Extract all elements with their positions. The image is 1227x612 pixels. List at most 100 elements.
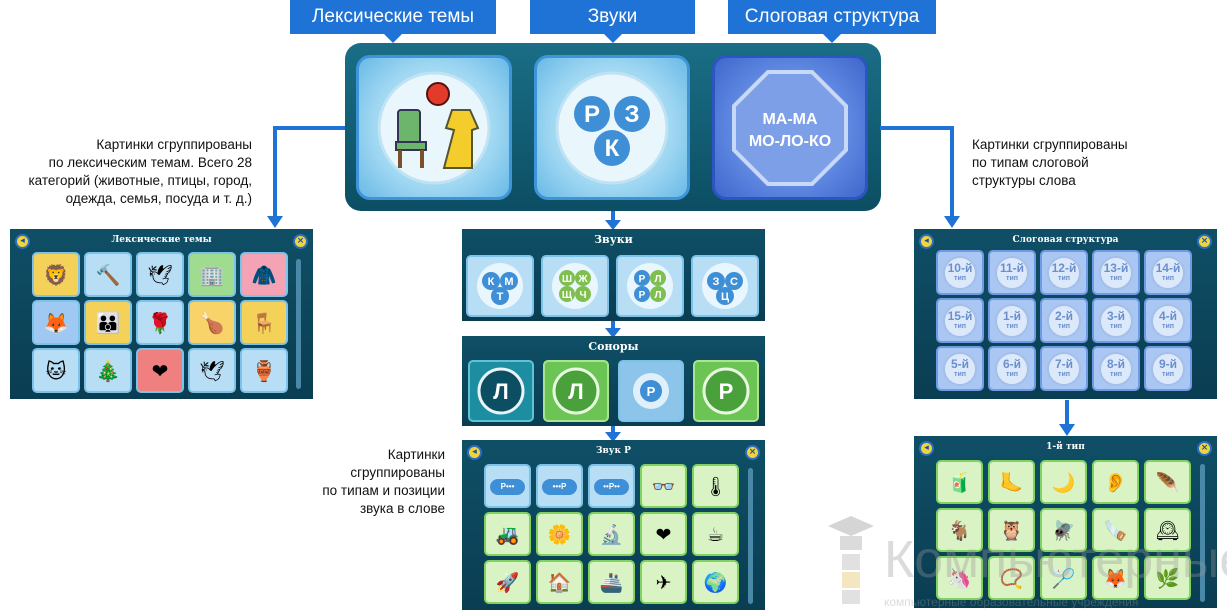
word-picture-tile[interactable]: 🪶: [1144, 460, 1191, 504]
sounds-tile[interactable]: Р З К: [534, 55, 690, 200]
lexical-topics-tile[interactable]: [356, 55, 512, 200]
word-picture-tile[interactable]: 🚀: [484, 560, 531, 604]
back-button[interactable]: ◂: [919, 441, 934, 456]
lexical-topic-tile[interactable]: 🌹: [136, 300, 184, 345]
lexical-topic-tile[interactable]: 🕊: [136, 252, 184, 297]
word-picture-tile[interactable]: 🏠: [536, 560, 583, 604]
lexical-topic-tile[interactable]: 🦊: [32, 300, 80, 345]
sonor-l-soft[interactable]: Л: [543, 360, 609, 422]
svg-text:Р: Р: [639, 290, 646, 301]
syllable-type-word: тип: [1162, 370, 1174, 378]
sound-position-tile[interactable]: ••Р••: [588, 464, 635, 508]
word-picture-tile[interactable]: 🌿: [1144, 556, 1191, 600]
sound-group-kmt[interactable]: К М Т: [466, 255, 534, 317]
lexical-topic-tile[interactable]: 🔨: [84, 252, 132, 297]
word-picture-tile[interactable]: 🧃: [936, 460, 983, 504]
word-picture-tile[interactable]: 🦄: [936, 556, 983, 600]
word-picture-tile[interactable]: ☕: [692, 512, 739, 556]
letter-z: З: [624, 101, 639, 128]
topic-picture-icon: 🔨: [95, 263, 121, 287]
word-picture-tile[interactable]: 🦶: [988, 460, 1035, 504]
word-picture-tile[interactable]: 🌡: [692, 464, 739, 508]
back-button[interactable]: ◂: [15, 234, 30, 249]
word-picture-tile[interactable]: 🏸: [1040, 556, 1087, 600]
word-picture-icon: 🏸: [1051, 568, 1076, 590]
word-picture-tile[interactable]: ✈: [640, 560, 687, 604]
word-picture-tile[interactable]: 🌼: [536, 512, 583, 556]
word-picture-tile[interactable]: 🚢: [588, 560, 635, 604]
lexical-topic-tile[interactable]: 🏢: [188, 252, 236, 297]
lexical-topic-tile[interactable]: 🪑: [240, 300, 288, 345]
sound-position-tile[interactable]: Р•••: [484, 464, 531, 508]
word-picture-tile[interactable]: 🐐: [936, 508, 983, 552]
word-picture-tile[interactable]: ❤: [640, 512, 687, 556]
sonor-l-hard[interactable]: Л: [468, 360, 534, 422]
close-button[interactable]: ×: [745, 445, 760, 460]
close-button[interactable]: ×: [1197, 441, 1212, 456]
sound-position-tile[interactable]: •••Р: [536, 464, 583, 508]
word-picture-icon: 🌙: [1051, 472, 1076, 494]
lexical-topic-tile[interactable]: 🍗: [188, 300, 236, 345]
lexical-topic-tile[interactable]: 🎄: [84, 348, 132, 393]
sound-position-label: •••Р: [542, 479, 577, 495]
sound-group-hissing[interactable]: Ш Ж Щ Ч: [541, 255, 609, 317]
syllable-type-word: тип: [954, 274, 966, 282]
word-picture-icon: 🦶: [999, 472, 1024, 494]
lexical-topic-tile[interactable]: 🧥: [240, 252, 288, 297]
word-picture-tile[interactable]: 🔬: [588, 512, 635, 556]
word-picture-tile[interactable]: 👓: [640, 464, 687, 508]
back-button[interactable]: ◂: [467, 445, 482, 460]
lexical-topic-tile[interactable]: 🐱: [32, 348, 80, 393]
back-button[interactable]: ◂: [919, 234, 934, 249]
scrollbar[interactable]: [1200, 464, 1205, 602]
lexical-topic-tile[interactable]: 🏺: [240, 348, 288, 393]
scrollbar[interactable]: [296, 259, 301, 389]
syllable-structure-tile[interactable]: МА-МА МО-ЛО-КО: [712, 55, 868, 200]
lexical-topic-tile[interactable]: ❤: [136, 348, 184, 393]
scrollbar[interactable]: [748, 468, 753, 604]
close-button[interactable]: ×: [1197, 234, 1212, 249]
word-picture-tile[interactable]: 🦉: [988, 508, 1035, 552]
word-picture-tile[interactable]: 🪰: [1040, 508, 1087, 552]
sound-group-whistling[interactable]: З С Ц: [691, 255, 759, 317]
word-picture-tile[interactable]: 👂: [1092, 460, 1139, 504]
syllable-octagon-icon: МА-МА МО-ЛО-КО: [732, 69, 848, 186]
sonor-r-soft[interactable]: Р: [693, 360, 759, 422]
close-button[interactable]: ×: [293, 234, 308, 249]
sound-group-sonors[interactable]: Р Л Р Л: [616, 255, 684, 317]
lexical-topic-tile[interactable]: 🦁: [32, 252, 80, 297]
word-picture-icon: 🌿: [1155, 568, 1180, 590]
word-picture-tile[interactable]: 🦊: [1092, 556, 1139, 600]
lexical-topic-tile[interactable]: 👪: [84, 300, 132, 345]
sonor-r-hard[interactable]: Р: [618, 360, 684, 422]
word-picture-icon: 🪚: [1103, 520, 1128, 542]
word-picture-tile[interactable]: 🌍: [692, 560, 739, 604]
svg-text:Р: Р: [639, 274, 646, 285]
word-picture-tile[interactable]: 🕰: [1144, 508, 1191, 552]
main-menu-panel: Р З К МА-МА МО-ЛО-КО: [345, 43, 881, 211]
svg-text:Ц: Ц: [721, 291, 729, 303]
word-picture-tile[interactable]: 🌙: [1040, 460, 1087, 504]
lexical-topic-tile[interactable]: 🕊: [188, 348, 236, 393]
word-picture-tile[interactable]: 🚜: [484, 512, 531, 556]
svg-text:Л: Л: [493, 379, 508, 404]
word-picture-tile[interactable]: 📿: [988, 556, 1035, 600]
word-picture-tile[interactable]: 🪚: [1092, 508, 1139, 552]
